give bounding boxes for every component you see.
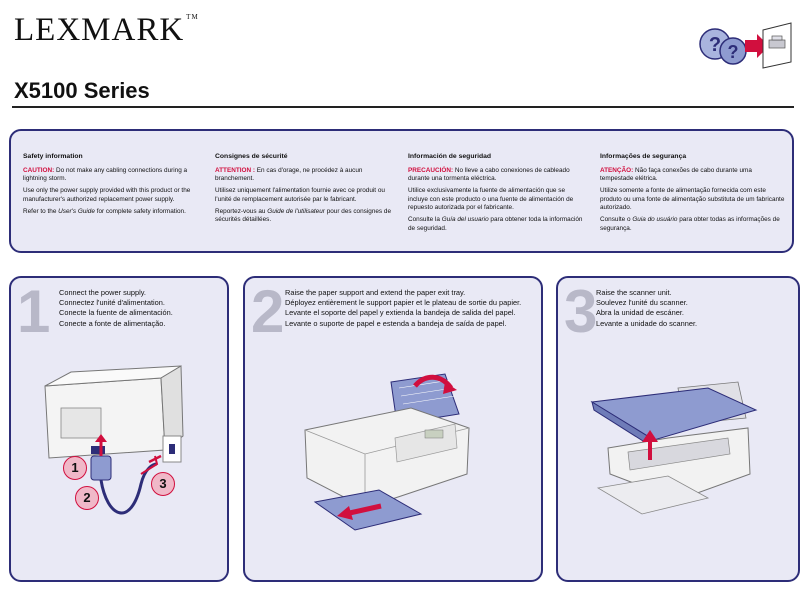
safety-column-french: Consignes de sécurité ATTENTION : En cas… [215,153,391,229]
safety-column-portuguese: Informações de segurança ATENÇÃO: Não fa… [600,153,786,237]
instruction-fr: Déployez entièrement le support papier e… [285,298,522,308]
safety-information-panel: Safety information CAUTION: Do not make … [9,129,794,253]
step-number: 2 [251,278,285,345]
refer-pre: Consulte la [408,216,442,224]
caution-label: ATENÇÃO: [600,166,634,174]
step-number: 3 [564,278,598,345]
refer-post: para obter todas as informações de segur… [600,216,780,232]
caution-text: En cas d'orage, ne procédez à aucun bran… [215,166,363,183]
step-3-panel: 3 Raise the scanner unit. Soulevez l'uni… [556,276,800,582]
refer-paragraph: Consulte la Guía del usuario para obtene… [408,216,584,233]
callout-3: 3 [151,472,175,496]
power-supply-text: Utilisez uniquement l'alimentation fourn… [215,187,385,203]
caution-text: Do not make any cabling connections duri… [23,166,188,183]
paper-support-illustration [304,373,470,531]
step-number: 1 [17,278,51,345]
refer-pre: Consulte o [600,216,633,224]
callout-1: 1 [63,456,87,480]
power-supply-illustration [44,365,184,515]
guide-title: User's Guide [58,208,95,216]
instruction-es: Levante el soporte del papel y extienda … [285,308,516,318]
guide-title: Guia do usuário [632,216,678,224]
instruction-pt: Conecte a fonte de alimentação. [59,318,166,328]
caution-label: ATTENTION : [215,166,255,174]
scanner-unit-illustration [590,381,758,515]
callout-number: 3 [159,476,167,491]
refer-pre: Reportez-vous au [215,208,268,216]
safety-title: Informações de segurança [600,153,687,160]
svg-text:?: ? [728,42,739,62]
refer-paragraph: Reportez-vous au Guide de l'utilisateur … [215,208,391,225]
safety-title: Información de seguridad [408,153,492,160]
caution-text: Não faça conexões de cabo durante uma te… [600,166,752,183]
refer-post: para obtener toda la información de segu… [408,216,583,232]
safety-title: Safety information [23,153,83,160]
guide-title: Guía del usuario [441,216,489,224]
instruction-en: Connect the power supply. [59,288,146,297]
refer-paragraph: Consulte o Guia do usuário para obter to… [600,216,786,233]
safety-column-english: Safety information CAUTION: Do not make … [23,153,199,220]
power-supply-text: Utilice exclusivamente la fuente de alim… [408,187,574,212]
caution-paragraph: ATENÇÃO: Não faça conexões de cabo duran… [600,167,786,184]
power-supply-text: Utilize somente a fonte de alimentação f… [600,187,785,212]
callout-2: 2 [75,486,99,510]
instruction-pt: Levante a unidade do scanner. [596,318,698,328]
step-instructions: Raise the paper support and extend the p… [285,288,541,329]
refer-post: for complete safety information. [94,208,186,216]
brand-text: LEXMARK [14,12,185,48]
svg-text:?: ? [709,34,721,56]
refer-paragraph: Refer to the User's Guide for complete s… [23,208,199,216]
step-instructions: Connect the power supply. Connectez l'un… [59,288,227,329]
instruction-fr: Soulevez l'unité du scanner. [596,298,688,308]
brand-trademark: TM [186,13,199,21]
header-divider [12,106,794,108]
instruction-en: Raise the paper support and extend the p… [285,288,466,297]
instruction-es: Abra la unidad de escáner. [596,308,684,318]
series-title: X5100 Series [14,78,150,103]
step-2-panel: 2 Raise the paper support and extend the… [243,276,543,582]
safety-title: Consignes de sécurité [215,153,288,160]
refer-post: pour des consignes de sécurités détaillé… [215,208,392,224]
callout-number: 2 [83,490,91,505]
caution-text: No lleve a cabo conexiones de cableado d… [408,166,570,183]
caution-label: CAUTION: [23,166,55,174]
safety-column-spanish: Información de seguridad PRECAUCIÓN: No … [408,153,584,237]
instruction-en: Raise the scanner unit. [596,288,672,297]
instruction-es: Conecte la fuente de alimentación. [59,308,173,318]
guide-title: Guide de l'utilisateur [267,208,325,216]
instruction-pt: Levante o suporte de papel e estenda a b… [285,318,507,328]
refer-pre: Refer to the [23,208,59,216]
caution-paragraph: ATTENTION : En cas d'orage, ne procédez … [215,167,391,184]
caution-paragraph: PRECAUCIÓN: No lleve a cabo conexiones d… [408,167,584,184]
question-mark-guide-icon: ? ? [699,22,792,69]
callout-number: 1 [71,460,79,475]
instruction-fr: Connectez l'unité d'alimentation. [59,298,165,308]
step-instructions: Raise the scanner unit. Soulevez l'unité… [596,288,796,329]
caution-paragraph: CAUTION: Do not make any cabling connect… [23,167,199,184]
power-supply-text: Use only the power supply provided with … [23,187,191,203]
caution-label: PRECAUCIÓN: [408,166,454,174]
step-1-panel: 1 Connect the power supply. Connectez l'… [9,276,229,582]
